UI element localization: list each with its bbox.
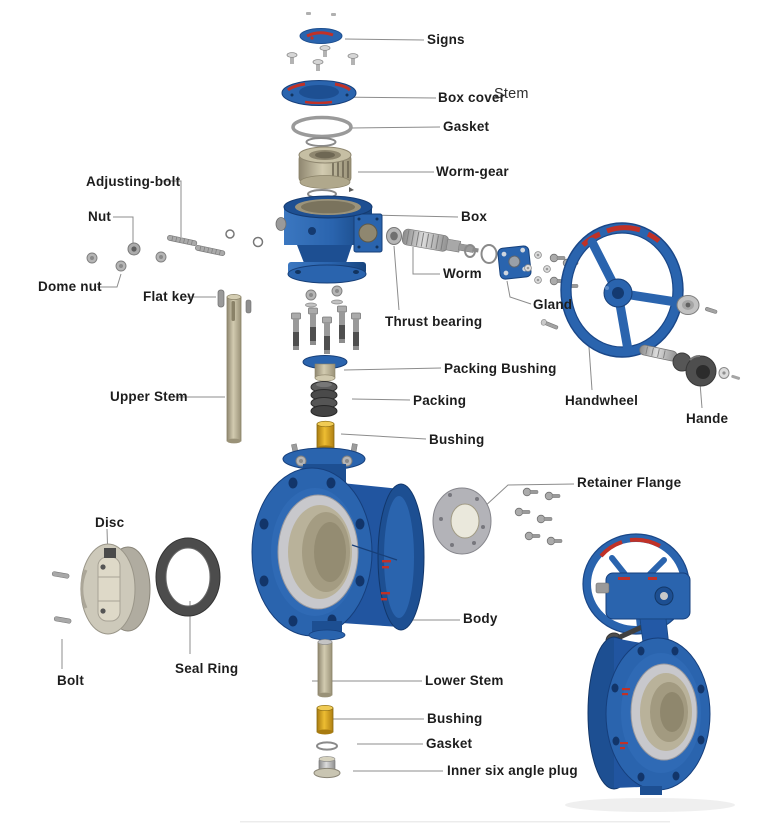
bushing-upper-part [316, 420, 335, 451]
lower-stem-part [317, 639, 333, 698]
label-lower-stem: Lower Stem [425, 673, 504, 688]
label-gland: Gland [533, 297, 573, 312]
worm-o-rings [464, 244, 498, 264]
gasket-lower-ring [316, 741, 338, 751]
label-flat-key: Flat key [143, 289, 195, 304]
handle-pin [639, 344, 678, 362]
label-gasket-lower: Gasket [426, 736, 473, 751]
label-gasket-top: Gasket [443, 119, 490, 134]
signs-screws [306, 12, 336, 16]
handwheel-part [560, 222, 684, 358]
loose-screw [540, 319, 559, 330]
label-retainer-flange: Retainer Flange [577, 475, 682, 490]
spacer-pin [705, 307, 718, 314]
retainer-bolt-cluster [514, 487, 563, 546]
label-worm-gear: Worm-gear [436, 164, 509, 179]
packing-rings [310, 381, 338, 417]
signs-plate [299, 28, 343, 44]
gasket-top-ring [291, 115, 353, 139]
packing-bushing-part [302, 355, 348, 382]
seal-ring-part [155, 537, 221, 617]
handle-knob [672, 352, 741, 387]
label-bushing-lower: Bushing [427, 711, 483, 726]
label-packing-bushing: Packing Bushing [444, 361, 557, 376]
label-adjusting-bolt: Adjusting-bolt [86, 174, 181, 189]
upper-stem-part [226, 294, 242, 444]
label-bolt: Bolt [57, 673, 85, 688]
mid-bolt-cluster [291, 285, 361, 355]
left-nut-cluster [86, 229, 264, 272]
bottom-divider [240, 821, 670, 823]
box-cover-plate [281, 80, 357, 106]
label-seal-ring: Seal Ring [175, 661, 239, 676]
label-box: Box [461, 209, 488, 224]
body-main [251, 467, 425, 641]
gear-box-housing [275, 195, 383, 284]
label-inner-six-angle-plug: Inner six angle plug [447, 763, 578, 778]
assembled-valve [565, 533, 735, 812]
label-signs: Signs [427, 32, 465, 47]
label-stem: Stem [494, 86, 529, 102]
label-thrust-bearing: Thrust bearing [385, 314, 483, 329]
disc-part [80, 543, 151, 635]
label-bushing-upper: Bushing [429, 432, 485, 447]
label-upper-stem: Upper Stem [110, 389, 188, 404]
label-disc: Disc [95, 515, 125, 530]
label-box-cover: Box cover [438, 90, 506, 105]
leader-lines [61, 38, 703, 772]
label-handwheel: Handwheel [565, 393, 639, 408]
thrust-bearing-ring [386, 227, 402, 245]
label-body: Body [463, 611, 498, 626]
gland-plate [497, 245, 532, 280]
retainer-flange-part [432, 487, 492, 555]
label-packing: Packing [413, 393, 467, 408]
label-nut: Nut [88, 209, 112, 224]
cover-screws [286, 45, 359, 72]
plug-part [313, 756, 341, 779]
wheel-spacer-disc [676, 295, 700, 315]
bushing-lower-part [316, 704, 334, 735]
disc-bolts [51, 571, 72, 624]
flat-key-part [217, 289, 252, 314]
label-hande: Hande [686, 411, 729, 426]
label-worm: Worm [443, 266, 482, 281]
worm-gear-part [298, 137, 354, 199]
label-dome-nut: Dome nut [38, 279, 102, 294]
